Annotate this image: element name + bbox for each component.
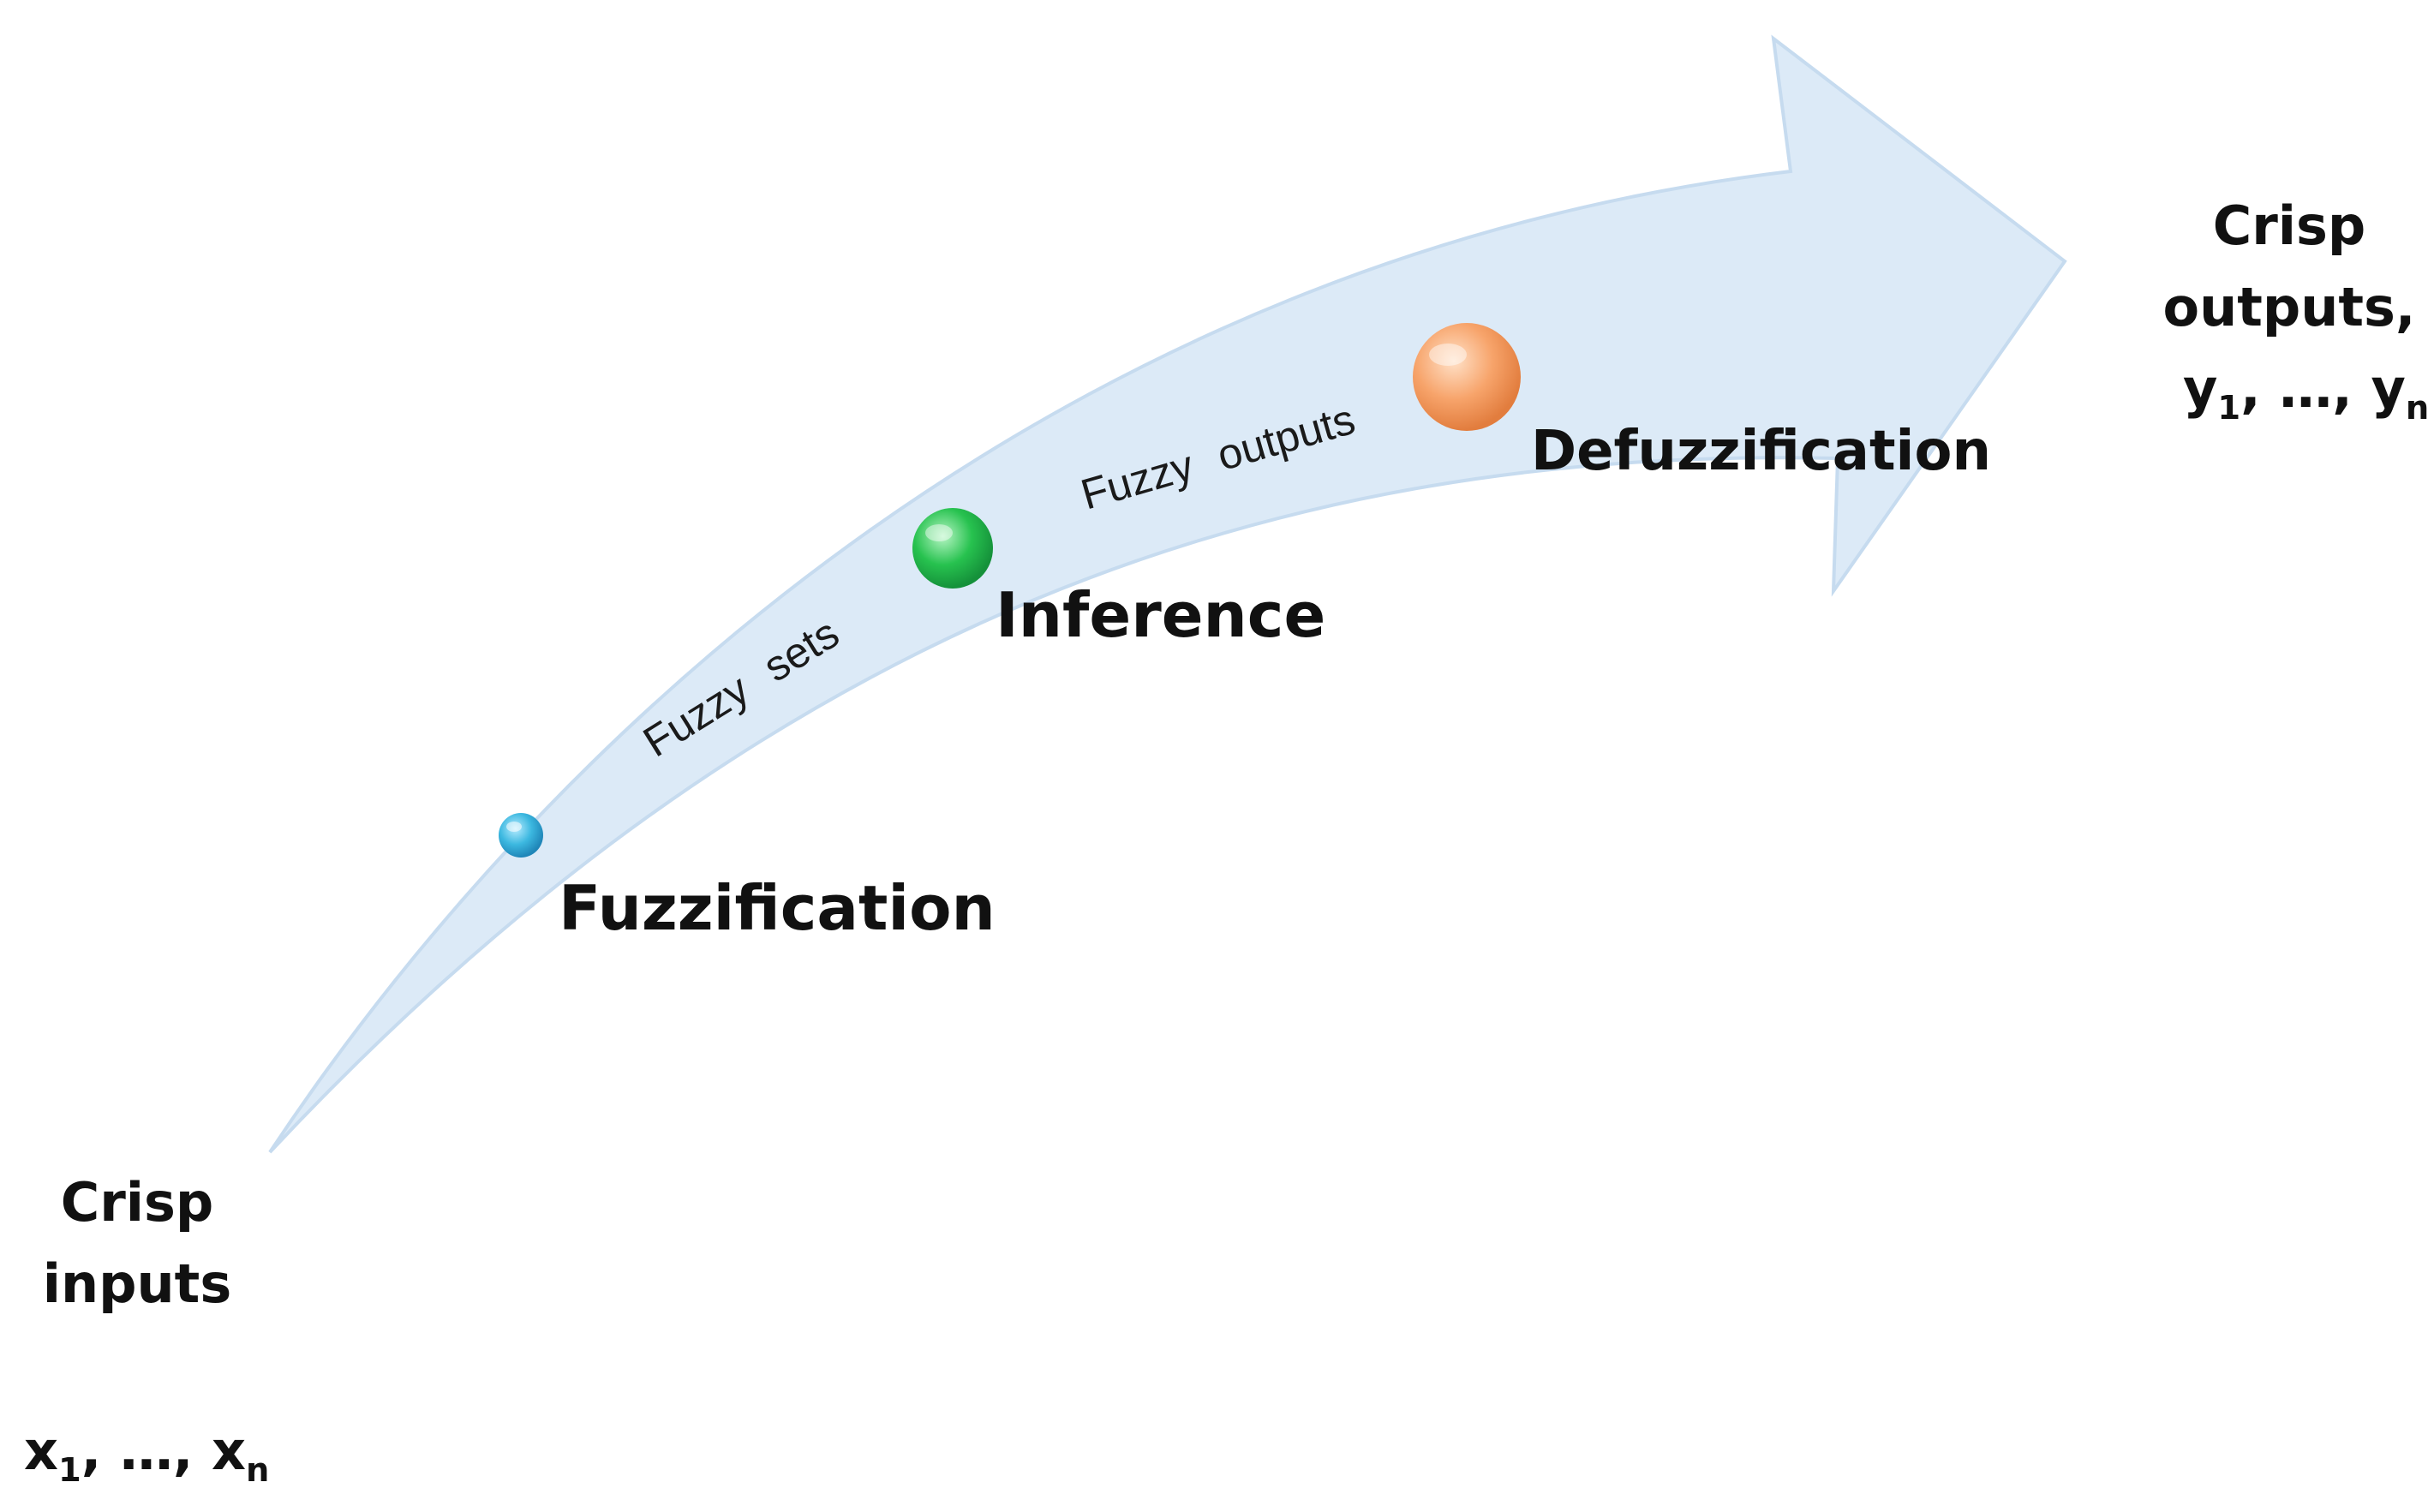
defuzzification-dot: [1413, 323, 1521, 431]
process-arrow: [268, 34, 2067, 1154]
inference-label: Inference: [996, 579, 1325, 651]
crisp-outputs-line1: Crisp: [2213, 194, 2366, 257]
inference-dot: [912, 508, 993, 589]
crisp-outputs-line2: outputs,: [2163, 276, 2416, 338]
input-variables: x1, …, xn: [24, 1419, 269, 1490]
crisp-inputs-block: Crisp inputs x1, …, xn: [24, 1171, 269, 1490]
crisp-inputs-line1: Crisp: [61, 1171, 214, 1234]
defuzzification-label: Defuzzification: [1531, 420, 1991, 483]
fuzzification-dot: [499, 813, 543, 858]
fuzzification-label: Fuzzification: [559, 872, 996, 944]
crisp-inputs-line2: inputs: [43, 1252, 231, 1315]
output-variables: y1, …, yn: [2183, 357, 2428, 427]
crisp-outputs-block: Crisp outputs, y1, …, yn: [2163, 194, 2428, 427]
